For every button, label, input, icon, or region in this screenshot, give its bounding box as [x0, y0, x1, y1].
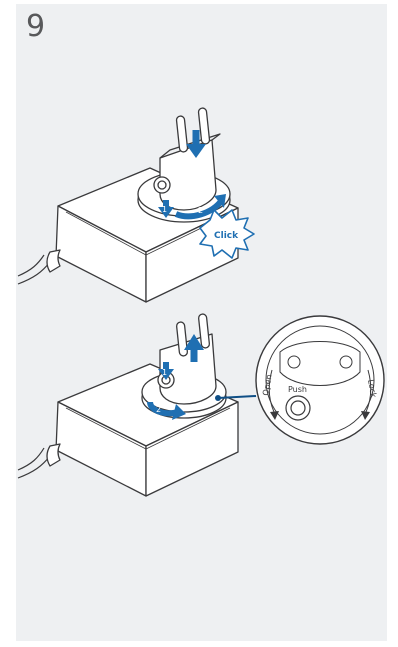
lock-label: Lock: [366, 379, 378, 399]
press-arrow-icon-bottom: [158, 362, 174, 380]
open-label: Open: [261, 374, 274, 397]
leader-line: [217, 395, 257, 399]
click-label: Click: [214, 231, 239, 241]
rotate-arrow-icon: [174, 194, 226, 220]
remove-arrow-icon: [184, 334, 204, 362]
arrow-marker-2: 2: [198, 206, 203, 215]
press-arrow-icon: [158, 200, 174, 218]
push-label: Push: [288, 385, 307, 394]
adapter-top-illustration: 1 2 Click: [17, 107, 255, 303]
detail-magnifier-icon: Open Push Lock: [255, 315, 385, 445]
adapter-bottom-illustration: 1 2 Open Push Lock: [17, 313, 385, 497]
arrow-marker-2-bottom: 2: [156, 405, 161, 414]
cable-icon: [17, 254, 45, 277]
click-burst-icon: Click: [199, 209, 255, 259]
insert-arrow-icon: [186, 130, 206, 158]
rotate-back-arrow-icon: [147, 401, 186, 420]
arrow-marker-1-bottom: 1: [162, 368, 167, 377]
step-number: 9: [26, 9, 46, 44]
arrow-marker-1: 1: [162, 205, 167, 214]
